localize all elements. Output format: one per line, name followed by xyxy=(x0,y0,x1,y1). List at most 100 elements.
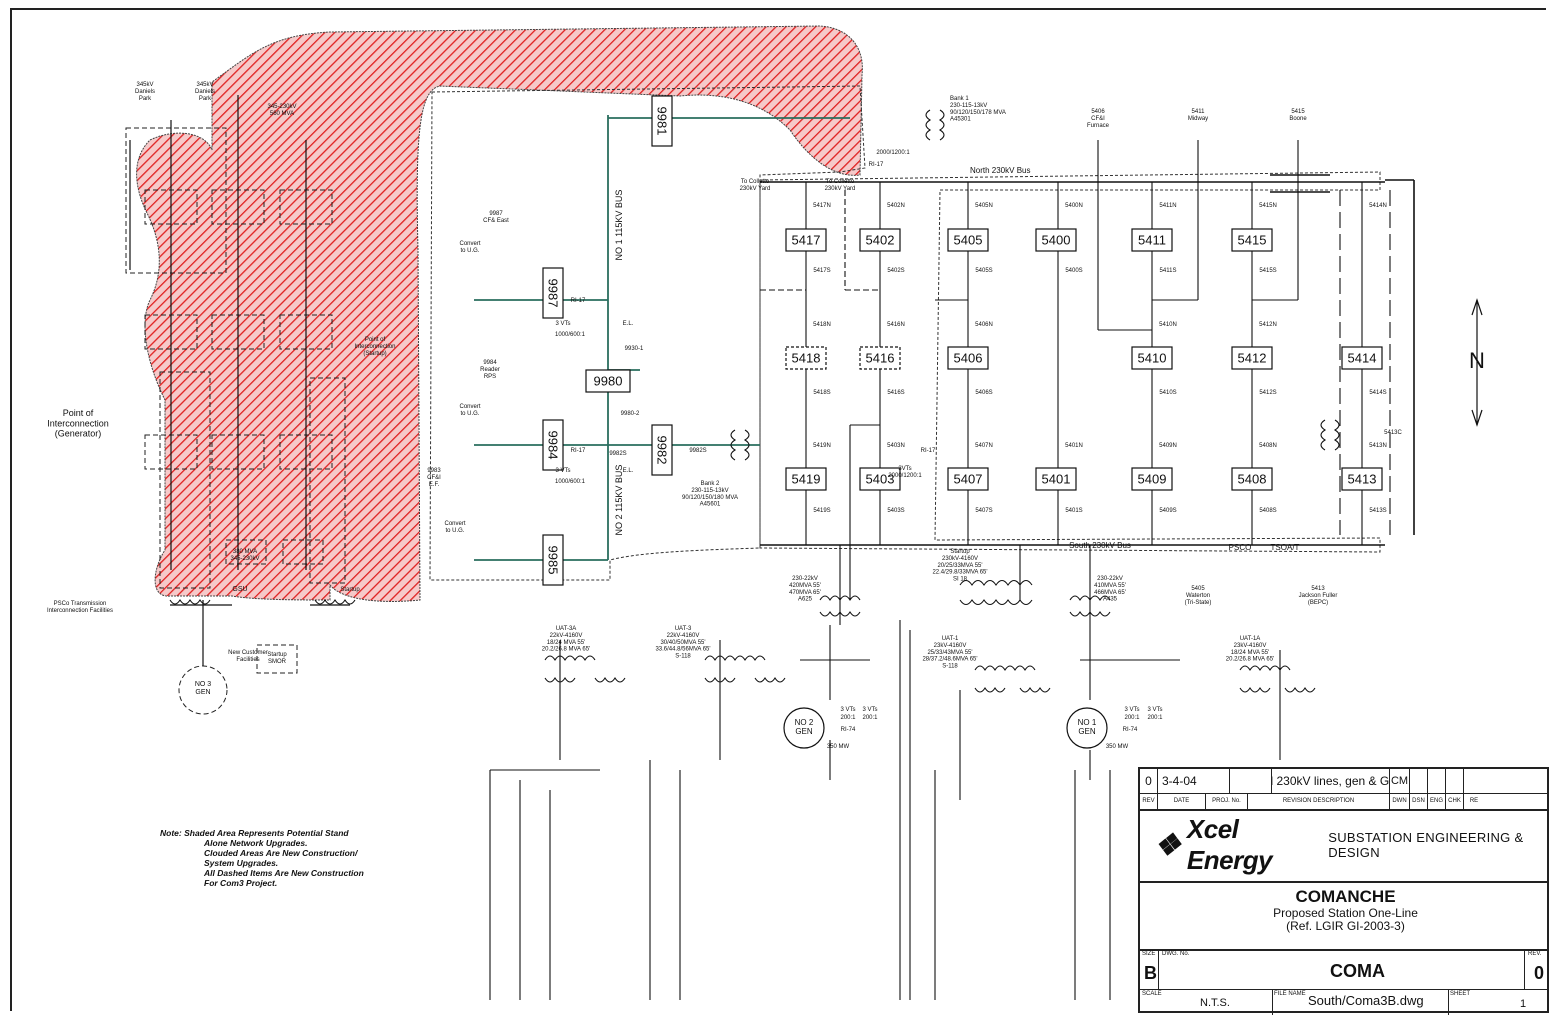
diagram-label: UAT-3A xyxy=(556,626,577,632)
bank1-label: 230-115-13kV xyxy=(950,103,987,109)
south-230kv-bus-label: South 230kV Bus xyxy=(1069,541,1131,550)
scale-label: SCALE xyxy=(1142,991,1162,997)
diagram-label: 5415S xyxy=(1259,268,1276,274)
bus-115-north-label: NO 1 115KV BUS xyxy=(614,190,624,261)
diagram-label: GEN xyxy=(795,727,813,736)
hdr-dsn: DSN xyxy=(1410,793,1428,809)
diagram-label: 20.2/26.8 MVA 65' xyxy=(1226,657,1274,663)
breaker-5415: 5415 xyxy=(1238,233,1267,248)
diagram-label: 9984 xyxy=(483,360,497,366)
diagram-label: 18/24 MVA 55' xyxy=(547,640,585,646)
breaker-9981-box xyxy=(651,95,673,147)
diagram-label: SI 18 xyxy=(953,577,968,583)
poi-generator-label: Point of xyxy=(63,408,94,418)
diagram-label: CF&I xyxy=(1091,116,1105,122)
diagram-label: E.L. xyxy=(623,468,634,474)
breaker-9985: 9985 xyxy=(546,546,561,575)
breaker-5418: 5418 xyxy=(792,351,821,366)
breaker-5407: 5407 xyxy=(954,472,983,487)
diagram-label: GSU xyxy=(232,586,247,593)
breaker-5402: 5402 xyxy=(866,233,895,248)
drawing-rev: 0 xyxy=(1534,963,1545,983)
diagram-label: 5417S xyxy=(813,268,830,274)
sheet-number: 1 xyxy=(1520,998,1527,1010)
diagram-label: 5413S xyxy=(1369,508,1386,514)
bank2-label: Bank 2 xyxy=(701,481,720,487)
diagram-label: RI-74 xyxy=(841,727,856,733)
department: SUBSTATION ENGINEERING & DESIGN xyxy=(1328,830,1524,860)
diagram-label: Daniels xyxy=(195,89,215,95)
breaker-5407-box xyxy=(947,467,989,491)
diagram-label: 5413C xyxy=(1384,430,1402,436)
breaker-9980: 9980 xyxy=(594,374,623,389)
poi-generator-label: (Generator) xyxy=(55,429,102,439)
diagram-label: Startup xyxy=(950,549,970,555)
breaker-5405: 5405 xyxy=(954,233,983,248)
breaker-9987-box xyxy=(542,267,564,319)
bank1-label: 90/120/150/178 MVA xyxy=(950,110,1006,116)
diagram-label: New Customer xyxy=(228,650,268,656)
diagram-label: Convert xyxy=(444,521,465,527)
diagram-label: 3 VTs xyxy=(862,707,877,713)
diagram-label: 5406 xyxy=(1091,109,1105,115)
diagram-label: 3 VTs xyxy=(555,468,570,474)
diagram-label: 5408N xyxy=(1259,443,1277,449)
note-line: Alone Network Upgrades. xyxy=(204,838,308,848)
company-logo-row: ❖ Xcel Energy SUBSTATION ENGINEERING & D… xyxy=(1140,809,1549,883)
diagram-label: 345kV xyxy=(136,82,153,88)
diagram-label: 22kV-4160V xyxy=(667,633,700,639)
poi-generator-label: Interconnection xyxy=(47,418,109,428)
diagram-label: 20/25/33MVA 55' xyxy=(937,563,982,569)
diagram-label: 9980-2 xyxy=(621,411,640,417)
diagram-label: S-118 xyxy=(675,654,691,660)
diagram-label: 5413N xyxy=(1369,443,1387,449)
hdr-chk: CHK xyxy=(1446,793,1464,809)
breaker-5410-box xyxy=(1131,346,1173,370)
diagram-label: Reader xyxy=(480,367,500,373)
diagram-label: GEN xyxy=(195,689,210,696)
breaker-5419: 5419 xyxy=(792,472,821,487)
breaker-9981: 9981 xyxy=(655,107,670,136)
diagram-label: E.L. xyxy=(623,321,634,327)
generator-2 xyxy=(783,707,825,749)
diagram-label: 9982S xyxy=(689,448,706,454)
diagram-label: 5417N xyxy=(813,203,831,209)
diagram-label: 33.6/44.8/56MVA 65' xyxy=(655,647,710,653)
diagram-label: Boone xyxy=(1289,116,1307,122)
diagram-label: Daniels xyxy=(135,89,155,95)
diagram-label: 380 MVA xyxy=(233,549,257,555)
diagram-label: Waterton xyxy=(1186,593,1210,599)
diagram-label: Point of xyxy=(365,337,386,343)
note-line: All Dashed Items Are New Construction xyxy=(204,868,364,878)
diagram-label: A625 xyxy=(798,597,813,603)
diagram-label: 5403N xyxy=(887,443,905,449)
diagram-label: 410MVA 55' xyxy=(1094,583,1126,589)
breaker-5406-box xyxy=(947,346,989,370)
diagram-label: 5419N xyxy=(813,443,831,449)
xcel-logo-icon: ❖ xyxy=(1154,828,1181,862)
diagram-label: 5408S xyxy=(1259,508,1276,514)
diagram-label: 5411 xyxy=(1192,109,1206,115)
dwg-label: DWG. No. xyxy=(1162,951,1190,957)
breaker-5414: 5414 xyxy=(1348,351,1377,366)
breaker-5417-box xyxy=(785,228,827,252)
diagram-label: 5401N xyxy=(1065,443,1083,449)
bank2-label: A45601 xyxy=(700,502,721,508)
diagram-label: S-118 xyxy=(942,664,958,670)
diagram-label: UAT-1 xyxy=(942,636,959,642)
diagram-label: 9930-1 xyxy=(625,346,644,352)
diagram-label: 3 VTs xyxy=(555,321,570,327)
diagram-label: RI-17 xyxy=(571,298,586,304)
diagram-label: 5413 xyxy=(1311,586,1325,592)
breaker-5408-box xyxy=(1231,467,1273,491)
diagram-label: NO 2 xyxy=(795,718,814,727)
scale-value: N.T.S. xyxy=(1200,997,1230,1009)
diagram-label: 5405N xyxy=(975,203,993,209)
project-reference: (Ref. LGIR GI-2003-3) xyxy=(1286,919,1405,933)
breaker-9982-box xyxy=(651,424,673,476)
diagram-label: PSCo Transmission xyxy=(54,601,107,607)
note-line: Clouded Areas Are New Construction/ xyxy=(204,848,358,858)
diagram-label: UAT-1A xyxy=(1240,636,1261,642)
diagram-label: 2000/1200:1 xyxy=(888,473,922,479)
north-arrow-label: N xyxy=(1469,348,1485,373)
